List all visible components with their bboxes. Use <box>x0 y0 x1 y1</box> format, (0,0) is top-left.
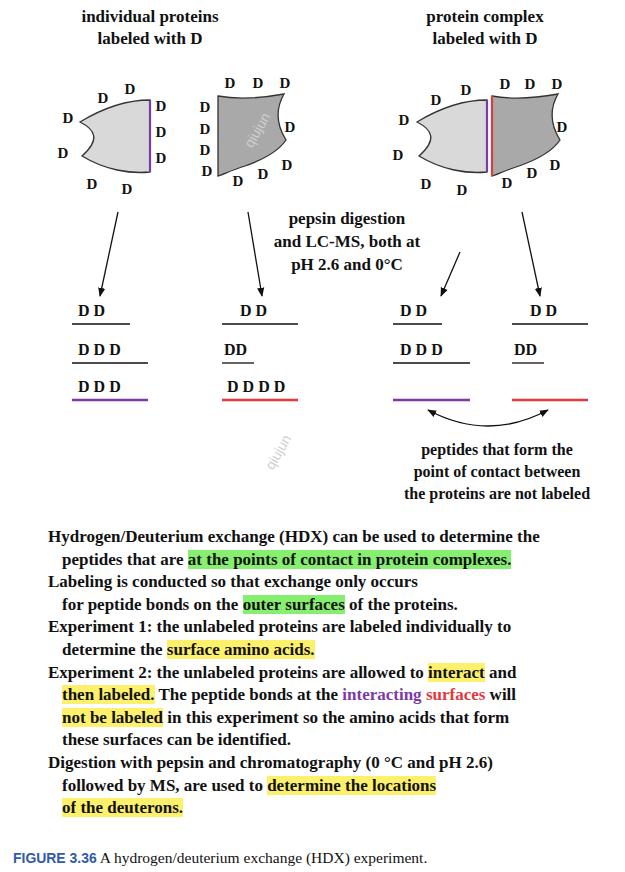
peptide-label: D D D D <box>227 378 285 396</box>
deuterium-label: D <box>253 75 264 91</box>
deuterium-label: D <box>280 75 291 91</box>
body-paragraph: Experiment 2: the unlabeled proteins are… <box>48 662 516 752</box>
contact-surface <box>491 96 493 176</box>
deuterium-label: D <box>225 75 236 91</box>
peptide-label: D D <box>400 302 427 320</box>
deuterium-label: D <box>98 90 109 106</box>
deuterium-label: D <box>502 175 513 191</box>
deuterium-label: D <box>552 76 563 92</box>
contact-surface <box>486 100 488 172</box>
protein-shape <box>80 100 150 172</box>
deuterium-label: D <box>527 165 538 181</box>
deuterium-label: D <box>258 166 269 182</box>
deuterium-label: D <box>200 142 211 158</box>
deuterium-label: D <box>461 82 472 98</box>
deuterium-label: D <box>457 182 468 198</box>
deuterium-label: D <box>500 76 511 92</box>
deuterium-label: D <box>202 163 213 179</box>
protein-shape <box>417 100 487 172</box>
deuterium-label: D <box>550 157 561 173</box>
peptide-line <box>512 323 588 324</box>
double-arrow <box>428 410 548 426</box>
peptide-label: D D <box>240 302 267 320</box>
peptide-line <box>512 399 588 401</box>
watermark: qiujun <box>241 110 274 150</box>
deuterium-label: D <box>63 110 74 126</box>
peptide-line <box>222 362 254 363</box>
deuterium-label: D <box>557 119 568 135</box>
peptide-line <box>222 399 298 401</box>
watermark: qiujun <box>262 432 295 472</box>
arrow <box>100 212 118 296</box>
peptide-line <box>72 399 148 401</box>
body-paragraph: Digestion with pepsin and chromatography… <box>48 752 493 820</box>
peptide-line <box>393 399 470 401</box>
deuterium-label: D <box>399 112 410 128</box>
peptide-line <box>222 323 298 324</box>
peptide-label: D D <box>530 302 557 320</box>
body-paragraph: Labeling is conducted so that exchange o… <box>48 571 458 616</box>
peptide-line <box>393 362 470 363</box>
deuterium-label: D <box>58 145 69 161</box>
deuterium-label: D <box>122 181 133 197</box>
body-paragraph: Hydrogen/Deuterium exchange (HDX) can be… <box>48 526 540 571</box>
peptide-line <box>72 323 130 324</box>
deuterium-label: D <box>431 92 442 108</box>
peptide-label: DD <box>224 341 247 359</box>
contact-surface <box>149 100 151 172</box>
body-paragraph: Experiment 1: the unlabeled proteins are… <box>48 616 511 661</box>
protein-shape <box>492 94 560 176</box>
column-heading: protein complex labeled with D <box>426 6 543 50</box>
peptide-line <box>512 362 544 363</box>
deuterium-label: D <box>87 176 98 192</box>
deuterium-label: D <box>285 119 296 135</box>
figure-caption: FIGURE 3.36 A hydrogen/deuterium exchang… <box>13 849 427 867</box>
deuterium-label: D <box>421 176 432 192</box>
deuterium-label: D <box>125 81 136 97</box>
peptide-line <box>393 323 442 324</box>
deuterium-label: D <box>200 121 211 137</box>
deuterium-label: D <box>156 150 167 166</box>
peptide-label: DD <box>514 341 537 359</box>
deuterium-label: D <box>233 173 244 189</box>
peptide-label: D D <box>78 302 105 320</box>
deuterium-label: D <box>200 99 211 115</box>
column-heading: individual proteins labeled with D <box>81 6 218 50</box>
arrow <box>522 212 540 296</box>
protein-shape <box>218 94 286 176</box>
peptide-line <box>72 362 148 363</box>
deuterium-label: D <box>156 124 167 140</box>
protein-shape-group <box>417 100 487 172</box>
arrow <box>441 252 460 296</box>
peptide-label: D D D <box>400 341 443 359</box>
deuterium-label: D <box>156 98 167 114</box>
deuterium-label: D <box>393 147 404 163</box>
contact-note: peptides that form the point of contact … <box>404 439 590 505</box>
protein-shape-group <box>492 94 560 176</box>
deuterium-label: D <box>525 76 536 92</box>
process-note: pepsin digestion and LC-MS, both at pH 2… <box>274 207 420 276</box>
deuterium-label: D <box>282 157 293 173</box>
peptide-label: D D D <box>78 378 121 396</box>
arrow <box>248 212 262 296</box>
peptide-label: D D D <box>78 341 121 359</box>
